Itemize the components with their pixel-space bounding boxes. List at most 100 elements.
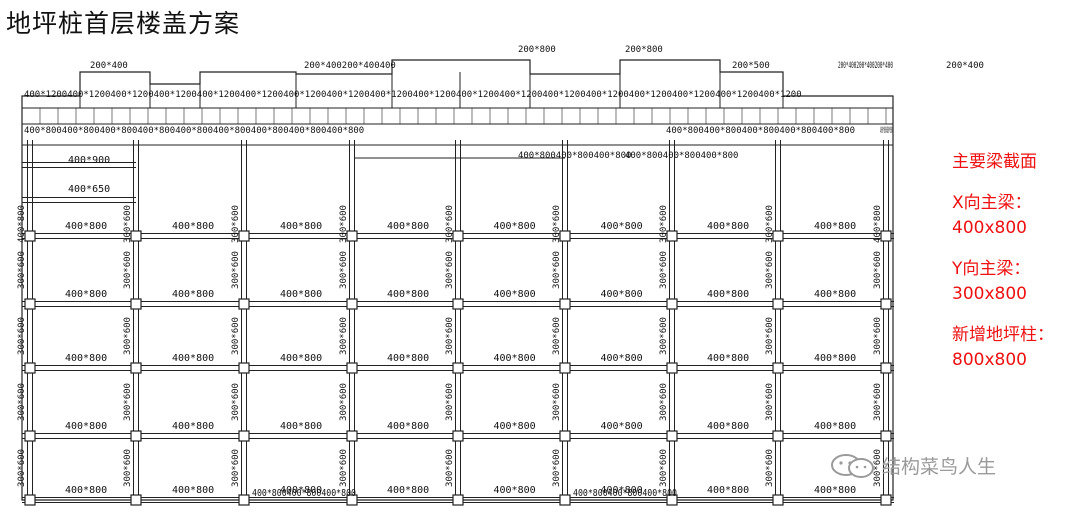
column — [238, 230, 250, 242]
column — [666, 230, 678, 242]
column — [772, 298, 784, 310]
column — [130, 494, 142, 506]
x-beam-label: 400*800 — [172, 353, 214, 364]
x-beam-label: 400*800 — [814, 221, 856, 232]
annex-label: 200*400 — [90, 61, 128, 71]
column — [346, 362, 358, 374]
x-beam-label: 400*800 — [494, 221, 536, 232]
annex-label: 200*400 — [946, 61, 984, 71]
x-beam-label: 400*800 — [601, 289, 643, 300]
y-beam-label: 300*600 — [123, 251, 133, 289]
x-beam-label: 400*800 — [65, 421, 107, 432]
y-beam-label: 300*600 — [231, 205, 241, 243]
y-beam-label: 300*600 — [231, 383, 241, 421]
y-beam-label: 300*600 — [659, 205, 669, 243]
column — [238, 430, 250, 442]
y-beam-label: 300*600 — [445, 317, 455, 355]
y-beam-F — [562, 140, 568, 500]
bottom-beam-label: 400*800400*800400*800 — [573, 488, 677, 499]
x-beam-label: 400*800 — [65, 221, 107, 232]
y-beam-label: 400*800 — [873, 205, 883, 243]
y-beam-label: 300*600 — [765, 317, 775, 355]
column — [346, 298, 358, 310]
y-beam-label: 300*600 — [873, 317, 883, 355]
x-beam-label: 400*800 — [280, 353, 322, 364]
column — [772, 494, 784, 506]
y-beam-label: 300*600 — [123, 383, 133, 421]
column — [452, 230, 464, 242]
column — [666, 362, 678, 374]
column — [346, 230, 358, 242]
annex-label: 400*1200400*1200400*1200400*1200400*1200… — [24, 90, 802, 100]
column — [880, 298, 892, 310]
legend-column-value: 800x800 — [952, 350, 1027, 370]
column — [24, 230, 36, 242]
column — [130, 362, 142, 374]
x-beam-label: 400*800 — [387, 485, 429, 496]
column — [130, 298, 142, 310]
annex-x-beam-0 — [22, 162, 136, 168]
y-beam-label: 300*600 — [873, 449, 883, 487]
annex-beam-label: 400*900 — [68, 155, 110, 166]
column — [880, 362, 892, 374]
x-beam-label: 400*800 — [814, 485, 856, 496]
x-beam-label: 400*800 — [494, 485, 536, 496]
annex-label: 400*800400*800400*800400*800400*800400*8… — [24, 126, 364, 136]
x-beam-label: 400*800 — [280, 289, 322, 300]
annex-label: 400*800400*800400*800 — [518, 151, 631, 161]
y-beam-label: 300*600 — [339, 251, 349, 289]
y-beam-label: 300*600 — [231, 251, 241, 289]
column — [130, 430, 142, 442]
x-beam-label: 400*800 — [172, 421, 214, 432]
annex-label: 200*400200*400400 — [304, 61, 396, 71]
x-beam-label: 400*800 — [494, 421, 536, 432]
column — [880, 230, 892, 242]
y-beam-label: 300*600 — [552, 383, 562, 421]
column — [346, 430, 358, 442]
annex-label: 200*800 — [625, 45, 663, 55]
y-beam-label: 300*600 — [339, 383, 349, 421]
x-beam-label: 400*800 — [280, 421, 322, 432]
x-beam-label: 400*800 — [494, 289, 536, 300]
x-beam-label: 400*800 — [814, 421, 856, 432]
column — [452, 362, 464, 374]
column — [452, 298, 464, 310]
column — [666, 430, 678, 442]
annex-x-beam-1 — [22, 197, 136, 203]
x-beam-label: 400*800 — [280, 485, 322, 496]
y-beam-A — [27, 140, 33, 500]
legend-y-beam-label: Y向主梁： — [952, 259, 1031, 279]
x-beam-label: 400*800 — [814, 353, 856, 364]
x-beam-label: 400*800 — [707, 289, 749, 300]
column — [559, 298, 571, 310]
column — [559, 430, 571, 442]
x-beam-label: 400*800 — [601, 221, 643, 232]
y-beam-label: 300*600 — [659, 251, 669, 289]
x-beam-label: 400*800 — [707, 421, 749, 432]
column — [238, 362, 250, 374]
x-beam-label: 400*800 — [707, 485, 749, 496]
x-beam-label: 400*800 — [172, 221, 214, 232]
column — [238, 494, 250, 506]
y-beam-label: 300*600 — [445, 251, 455, 289]
y-beam-label: 300*600 — [552, 251, 562, 289]
y-beam-label: 300*600 — [17, 449, 27, 487]
column — [666, 494, 678, 506]
upper-annex — [21, 59, 894, 501]
column — [24, 430, 36, 442]
column — [772, 430, 784, 442]
y-beam-label: 300*600 — [765, 251, 775, 289]
annex-beam-label: 400*650 — [68, 184, 110, 195]
column — [130, 230, 142, 242]
column — [772, 230, 784, 242]
annex-label: 400*800400*800400*800400*800400*800 — [666, 126, 855, 136]
watermark: 结构菜鸟人生 — [828, 452, 996, 479]
y-beam-label: 300*600 — [123, 317, 133, 355]
y-beam-label: 300*600 — [339, 205, 349, 243]
beam-legend: 主要梁截面 X向主梁： 400x800 Y向主梁： 300x800 新增地坪柱：… — [952, 150, 1077, 373]
y-beam-B — [133, 140, 139, 500]
x-beam-label: 400*800 — [814, 289, 856, 300]
annex-label: 400*800400*800400*800 — [625, 151, 738, 161]
y-beam-label: 300*600 — [123, 449, 133, 487]
